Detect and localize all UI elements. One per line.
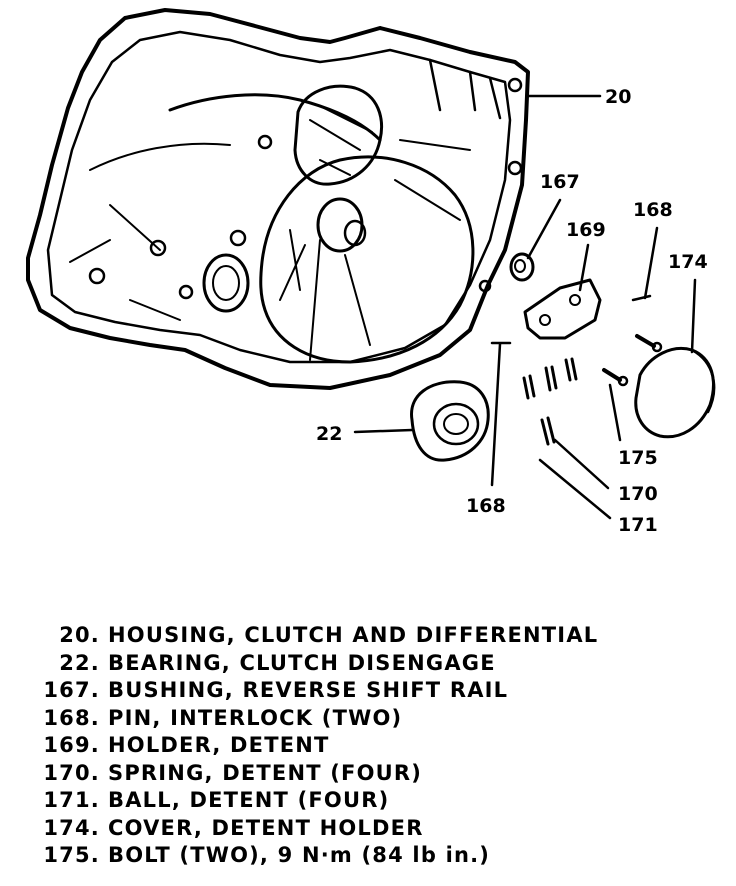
legend-text: BOLT (TWO), 9 N·m (84 lb in.): [108, 843, 491, 867]
detent-holder: [523, 278, 602, 340]
callout-168-bottom: 168: [466, 495, 506, 517]
legend-text: BEARING, CLUTCH DISENGAGE: [108, 650, 496, 675]
callout-167: 167: [540, 171, 580, 193]
callout-171: 171: [618, 514, 658, 536]
legend-item: 20. HOUSING, CLUTCH AND DIFFERENTIAL: [0, 622, 736, 650]
legend-number: 20.: [59, 623, 100, 647]
legend-text: HOUSING, CLUTCH AND DIFFERENTIAL: [108, 623, 599, 647]
clutch-differential-housing: [26, 8, 530, 390]
legend-number: 170.: [43, 760, 100, 785]
legend-number: 171.: [43, 788, 100, 812]
detent-cover-bolts: [602, 334, 663, 387]
legend-number: 169.: [43, 733, 100, 757]
legend-number: 22.: [59, 650, 100, 675]
legend-item: 22. BEARING, CLUTCH DISENGAGE: [0, 650, 736, 678]
legend-text: COVER, DETENT HOLDER: [108, 815, 424, 840]
callout-169: 169: [566, 219, 606, 241]
detent-springs: [522, 357, 578, 446]
legend-number: 174.: [43, 815, 100, 840]
detent-holder-cover: [634, 347, 716, 439]
callout-175: 175: [618, 447, 658, 469]
legend-number: 167.: [43, 678, 100, 702]
callout-168-top: 168: [633, 199, 673, 221]
legend-text: PIN, INTERLOCK (TWO): [108, 705, 403, 730]
reverse-shift-rail-bushing: [509, 252, 535, 282]
callout-22: 22: [316, 423, 342, 445]
legend-item: 167. BUSHING, REVERSE SHIFT RAIL: [0, 677, 736, 705]
legend-text: BUSHING, REVERSE SHIFT RAIL: [108, 678, 509, 702]
legend-item: 170. SPRING, DETENT (FOUR): [0, 760, 736, 788]
legend-text: BALL, DETENT (FOUR): [108, 788, 390, 812]
callout-174: 174: [668, 251, 708, 273]
legend-text: SPRING, DETENT (FOUR): [108, 760, 423, 785]
exploded-view-diagram: 20 167 168 169 174 22 175 170 168 171: [26, 8, 716, 536]
legend-item: 171. BALL, DETENT (FOUR): [0, 787, 736, 815]
legend-item: 175. BOLT (TWO), 9 N·m (84 lb in.): [0, 842, 736, 870]
clutch-disengage-bearing: [410, 380, 490, 462]
legend-item: 168. PIN, INTERLOCK (TWO): [0, 705, 736, 733]
callout-20: 20: [605, 86, 631, 108]
legend-text: HOLDER, DETENT: [108, 733, 330, 757]
callout-170: 170: [618, 483, 658, 505]
legend-item: 174. COVER, DETENT HOLDER: [0, 815, 736, 843]
leader-lines: [353, 94, 697, 520]
parts-legend: 20. HOUSING, CLUTCH AND DIFFERENTIAL 22. B…: [0, 622, 736, 870]
legend-number: 168.: [43, 705, 100, 730]
legend-number: 175.: [43, 843, 100, 867]
interlock-pins: [490, 294, 652, 345]
legend-item: 169. HOLDER, DETENT: [0, 732, 736, 760]
